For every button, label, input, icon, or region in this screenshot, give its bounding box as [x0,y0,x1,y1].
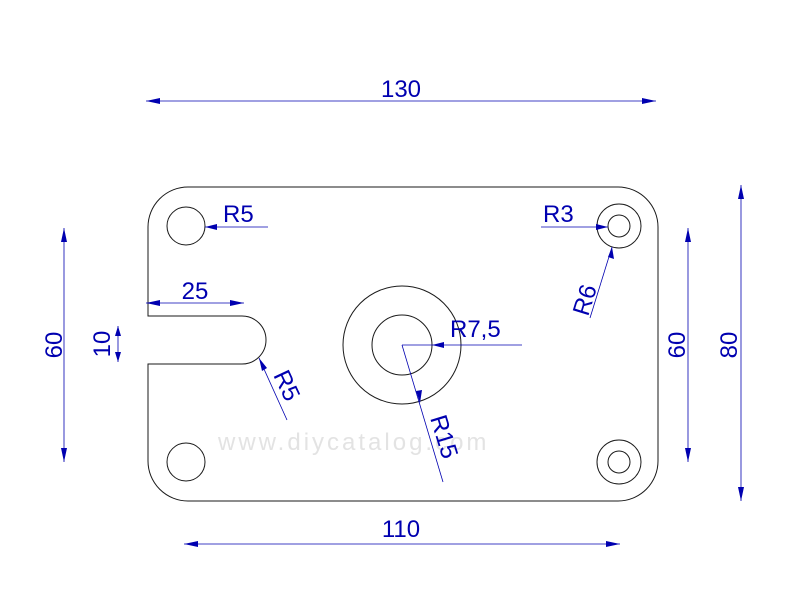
radius-top-right-boss: R6 [568,246,614,319]
top-right-boss-radius-label: R6 [568,282,603,319]
top-right-hole-radius-label: R3 [543,201,574,228]
dimension-slot-depth: 25 [146,278,244,306]
overall-height-label: 80 [716,332,743,359]
top-right-hole [607,214,631,238]
plate-outline [147,186,659,502]
slot-width-label: 10 [89,331,116,358]
top-left-hole [166,206,206,246]
watermark: www.diycatalog.com [217,429,489,456]
slot-depth-label: 25 [182,278,209,305]
bottom-right-hole [607,450,631,474]
radius-center-hole: R7,5 [402,316,522,348]
left-height-label: 60 [41,332,68,359]
right-hole-spacing-label: 60 [664,332,691,359]
dimension-overall-width: 130 [146,76,656,104]
top-left-hole-radius-label: R5 [223,201,254,228]
dimension-right-hole-spacing: 60 [664,228,691,462]
bottom-width-label: 110 [382,516,420,543]
bottom-right-boss [596,439,642,485]
bottom-left-hole [166,442,206,482]
overall-width-label: 130 [381,76,421,103]
radius-slot-end: R5 [258,357,305,421]
dimension-bottom-width: 110 [184,516,620,547]
radius-top-right-hole: R3 [541,201,608,230]
slot-end-radius-label: R5 [268,366,305,405]
dimension-left-height: 60 [41,228,68,462]
center-hole-radius-label: R7,5 [450,316,501,343]
radius-top-left-hole: R5 [205,201,268,230]
dimension-slot-width: 10 [89,326,121,362]
radius-center-boss: R15 [401,344,463,483]
dimension-overall-height: 80 [716,185,744,501]
